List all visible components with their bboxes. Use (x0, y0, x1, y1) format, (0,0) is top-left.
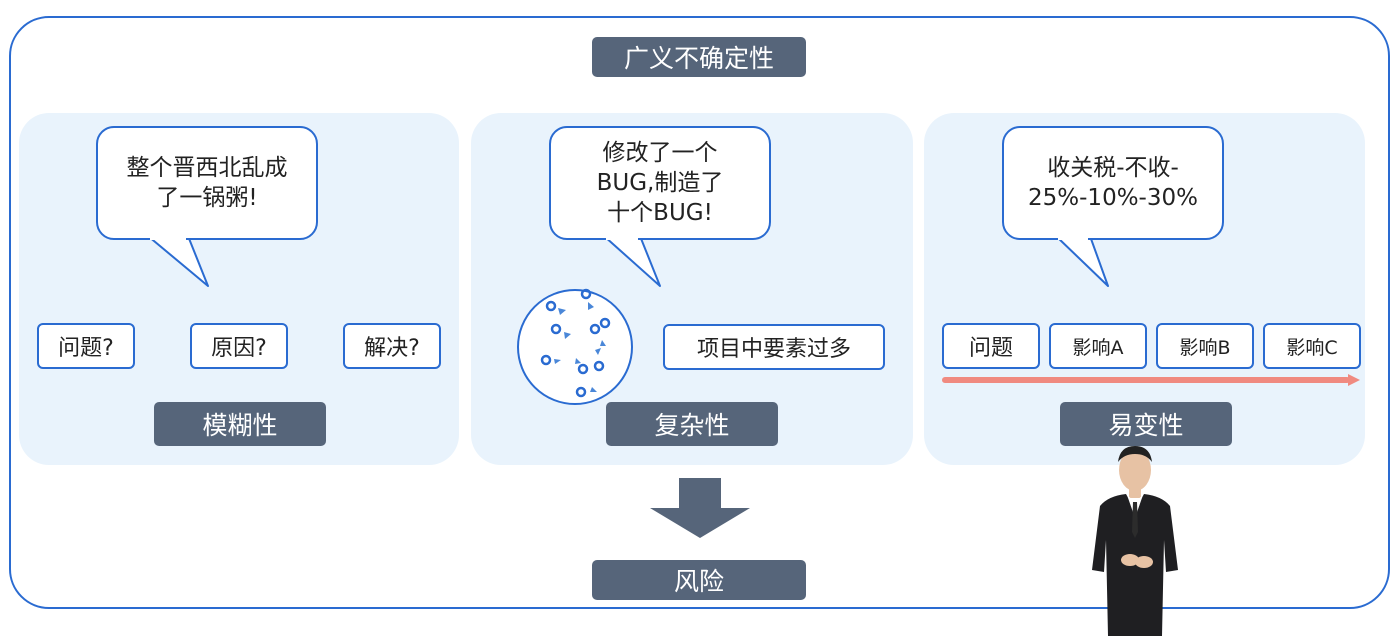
speech-bubble-complexity: 修改了一个 BUG,制造了 十个BUG! (549, 126, 771, 240)
item-impact-a: 影响A (1049, 323, 1147, 369)
item-impact-b: 影响B (1156, 323, 1254, 369)
presenter-figure (1092, 446, 1178, 636)
tag-complexity: 复杂性 (606, 402, 778, 446)
item-solution: 解决? (343, 323, 441, 369)
down-arrow-icon (650, 478, 750, 538)
diagram-title: 广义不确定性 (592, 37, 806, 77)
item-question: 问题? (37, 323, 135, 369)
speech-bubble-volatility: 收关税-不收- 25%-10%-30% (1002, 126, 1224, 240)
item-problem: 问题 (942, 323, 1040, 369)
tag-ambiguity: 模糊性 (154, 402, 326, 446)
elements-circle-icon (517, 288, 633, 405)
timeline-arrow (942, 374, 1360, 386)
item-cause: 原因? (190, 323, 288, 369)
item-impact-c: 影响C (1263, 323, 1361, 369)
result-risk: 风险 (592, 560, 806, 600)
speech-bubble-ambiguity: 整个晋西北乱成 了一锅粥! (96, 126, 318, 240)
item-too-many-elements: 项目中要素过多 (663, 324, 885, 370)
diagram-frame (9, 16, 1390, 609)
tag-volatility: 易变性 (1060, 402, 1232, 446)
